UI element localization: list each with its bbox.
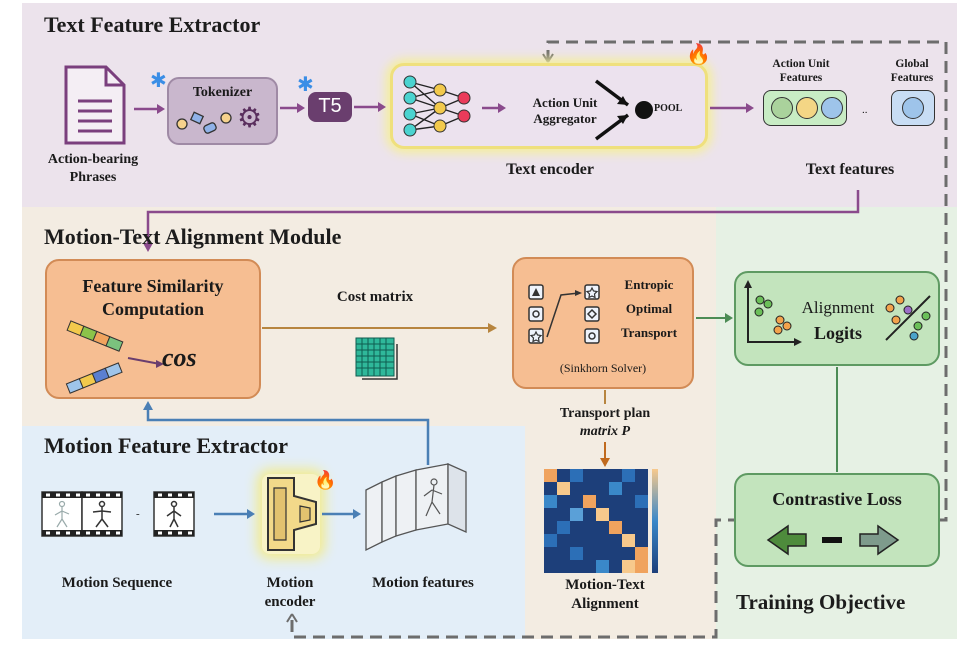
gear-icon: ⚙ xyxy=(237,101,263,134)
motion-features-stack-icon xyxy=(365,462,467,552)
ot-label-line2: Optimal xyxy=(625,301,673,316)
pool-arrows-icon xyxy=(594,79,653,141)
sinkhorn-label: (Sinkhorn Solver) xyxy=(559,361,647,375)
cost-matrix-grid-icon xyxy=(355,337,398,380)
scatter-plot-icon xyxy=(744,280,802,346)
motion-features-label: Motion features xyxy=(372,575,474,591)
ot-label-line1: Entropic xyxy=(624,277,674,292)
text-extractor-title: Text Feature Extractor xyxy=(44,12,261,37)
au-features-label: Action Unit Features xyxy=(772,58,830,85)
motion-extractor-title: Motion Feature Extractor xyxy=(44,433,288,458)
neural-network-icon xyxy=(403,75,471,137)
alignment-label: Alignment xyxy=(801,298,875,317)
motion-text-alignment-label: Motion-Text Alignment xyxy=(565,577,645,612)
frozen-snowflake-icon: ✱ xyxy=(297,72,314,96)
tokenizer-box xyxy=(167,77,278,145)
logits-label: Logits xyxy=(813,323,862,343)
transport-plan-heatmap xyxy=(544,469,658,573)
global-features-box xyxy=(891,90,935,126)
motion-frames-icon xyxy=(41,491,195,537)
contrastive-arrows-icon xyxy=(766,524,900,556)
feature-vectors-icon xyxy=(65,320,164,394)
au-feature-circle xyxy=(821,97,843,119)
transport-plan-label: Transport plan xyxy=(559,406,651,421)
text-encoder-label: Text encoder xyxy=(506,161,594,178)
trainable-fire-icon: 🔥 xyxy=(686,42,711,66)
aggregator-label: Action Unit Aggregator xyxy=(532,95,598,127)
au-feature-circle xyxy=(796,97,818,119)
motion-encoder-label: Motion encoder xyxy=(264,575,316,610)
matrix-p-label: matrix P xyxy=(579,424,631,439)
alignment-logits-box xyxy=(734,271,940,366)
cost-matrix-label: Cost matrix xyxy=(336,289,414,305)
text-features-label: Text features xyxy=(805,161,895,178)
t5-label: T5 xyxy=(318,95,342,117)
feature-similarity-label: Feature Similarity Computation xyxy=(82,276,224,319)
contrastive-loss-box xyxy=(734,473,940,567)
contrastive-loss-label: Contrastive Loss xyxy=(772,489,902,509)
pool-label: POOL xyxy=(654,103,683,114)
training-objective-title: Training Objective xyxy=(736,590,906,614)
action-phrases-label: Action-bearing Phrases xyxy=(47,152,139,185)
frozen-snowflake-icon: ✱ xyxy=(150,68,167,92)
t5-box xyxy=(308,92,352,122)
cos-label: cos xyxy=(162,343,197,372)
motion-encoder-icon xyxy=(267,477,317,551)
features-ellipsis: .. xyxy=(862,104,868,116)
frames-gap-dash: - xyxy=(136,508,140,520)
global-features-label: Global Features xyxy=(890,58,934,85)
ot-label-line3: Transport xyxy=(620,325,678,340)
motion-sequence-label: Motion Sequence xyxy=(61,575,173,591)
tokenizer-label: Tokenizer xyxy=(192,85,253,100)
global-feature-circle xyxy=(902,97,924,119)
document-icon xyxy=(64,65,126,145)
alignment-module-title: Motion-Text Alignment Module xyxy=(44,224,342,249)
trainable-fire-icon: 🔥 xyxy=(314,470,337,491)
tokenizer-shapes-icon xyxy=(176,111,232,134)
transport-matching-icon xyxy=(528,284,600,344)
optimal-transport-box xyxy=(512,257,694,389)
classifier-icon xyxy=(885,295,931,341)
au-feature-circle xyxy=(771,97,793,119)
